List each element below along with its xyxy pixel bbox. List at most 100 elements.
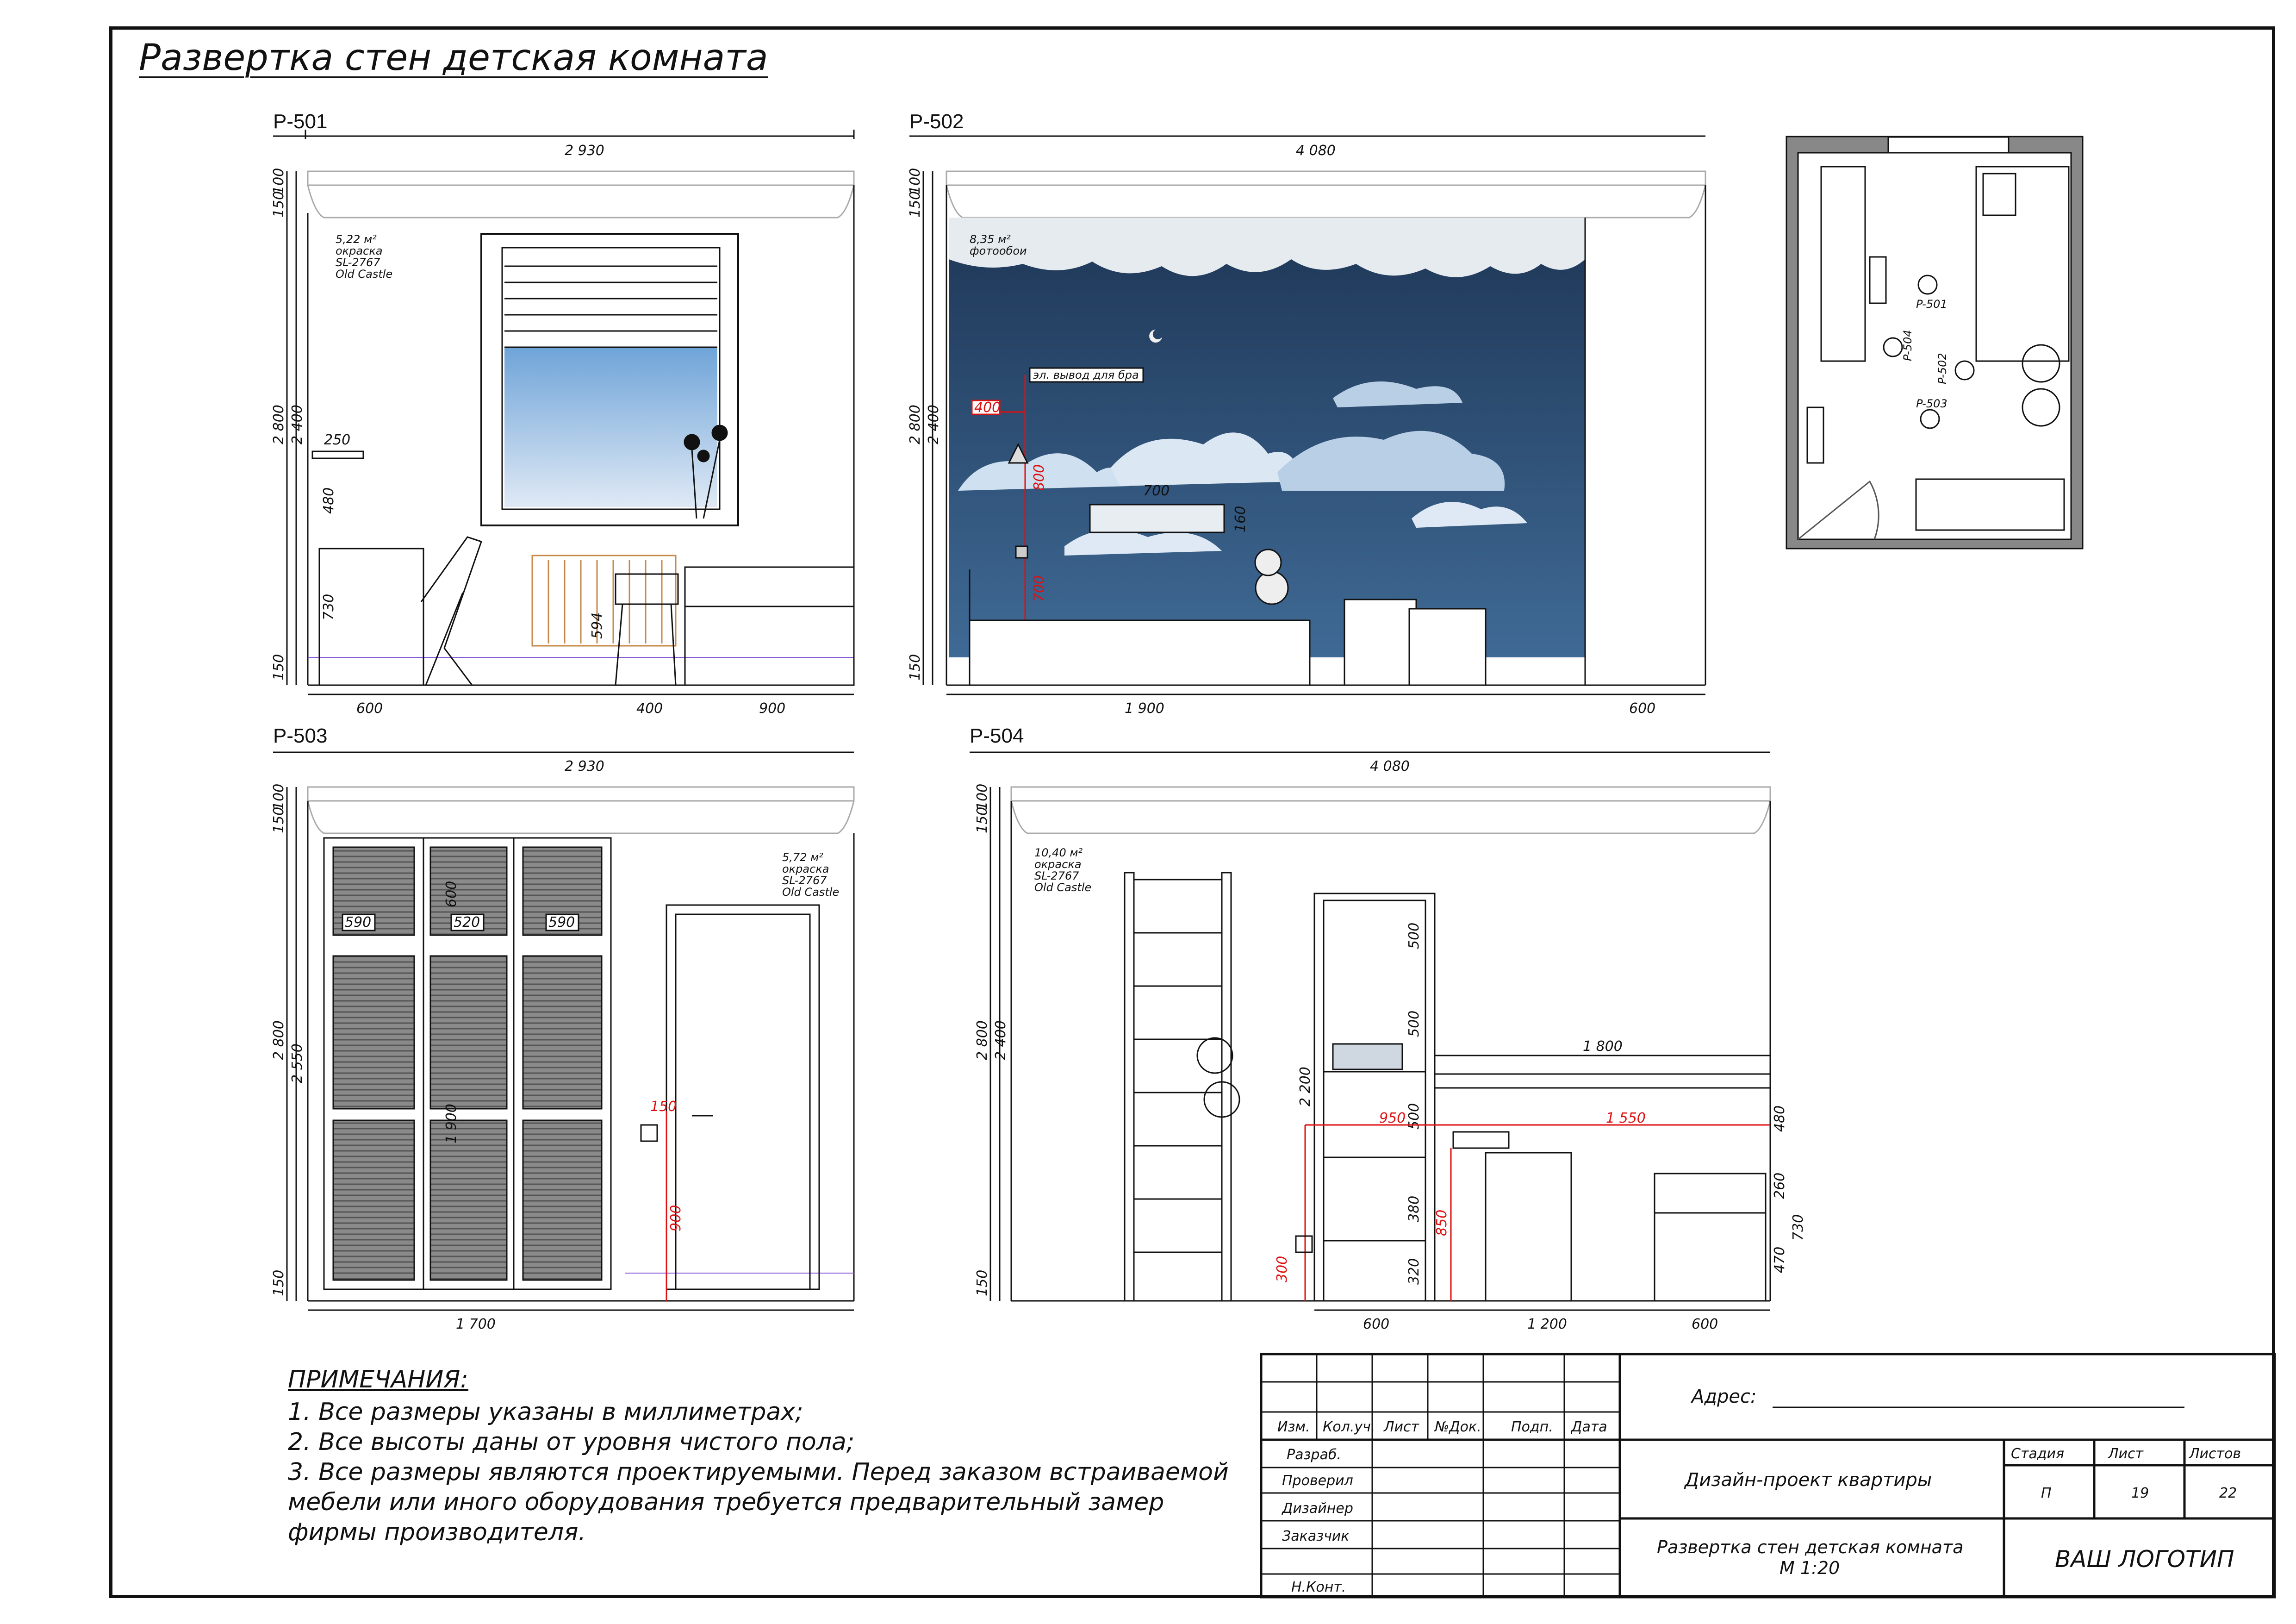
title-block-text: Изм. Кол.уч. Лист №Док. Подп. Дата Разра…	[1277, 1386, 2241, 1595]
svg-text:1 800: 1 800	[1583, 1038, 1623, 1055]
note-item-3-cont: мебели или иного оборудования требуется …	[288, 1488, 1164, 1516]
svg-text:2 930: 2 930	[565, 758, 604, 775]
note-item-3-end: фирмы производителя.	[288, 1518, 586, 1546]
svg-text:300: 300	[1274, 1256, 1290, 1282]
svg-text:2 400: 2 400	[926, 405, 942, 444]
svg-text:1 700: 1 700	[456, 1316, 496, 1332]
svg-text:4 080: 4 080	[1370, 758, 1410, 775]
svg-text:П: П	[2041, 1485, 2052, 1501]
view-label-p501: P-501	[273, 110, 328, 133]
svg-text:окраска: окраска	[1034, 858, 1082, 871]
svg-text:470: 470	[1772, 1247, 1788, 1273]
svg-text:22: 22	[2219, 1485, 2237, 1501]
svg-text:150: 150	[271, 1270, 287, 1296]
svg-text:1 550: 1 550	[1606, 1110, 1646, 1126]
note-item-2: 2. Все высоты даны от уровня чистого пол…	[288, 1428, 855, 1456]
svg-text:эл. вывод для бра: эл. вывод для бра	[1033, 369, 1139, 381]
svg-text:150: 150	[271, 654, 287, 681]
svg-text:Дизайн-проект квартиры: Дизайн-проект квартиры	[1684, 1469, 1932, 1491]
svg-text:SL-2767: SL-2767	[336, 256, 380, 269]
svg-text:Кол.уч.: Кол.уч.	[1323, 1419, 1375, 1435]
svg-text:500: 500	[1406, 1011, 1422, 1037]
svg-text:100: 100	[271, 168, 287, 194]
svg-text:2 800: 2 800	[974, 1020, 990, 1060]
svg-text:окраска: окраска	[782, 862, 829, 875]
svg-text:730: 730	[1790, 1214, 1806, 1241]
svg-text:Old Castle: Old Castle	[336, 268, 392, 281]
svg-text:150: 150	[271, 807, 287, 833]
svg-text:ВАШ ЛОГОТИП: ВАШ ЛОГОТИП	[2055, 1546, 2234, 1573]
svg-text:400: 400	[974, 400, 1001, 416]
note-item-1: 1. Все размеры указаны в миллиметрах;	[288, 1398, 803, 1426]
notes-heading: ПРИМЕЧАНИЯ:	[288, 1366, 468, 1393]
svg-text:700: 700	[1143, 483, 1170, 499]
svg-text:М 1:20: М 1:20	[1780, 1558, 1840, 1578]
svg-text:2 400: 2 400	[993, 1020, 1009, 1060]
note-item-3: 3. Все размеры являются проектируемыми. …	[288, 1458, 1229, 1486]
svg-text:100: 100	[974, 784, 990, 810]
svg-text:2 550: 2 550	[289, 1043, 305, 1083]
elevation-p503: 2 930 100 150 2 800 2 550 150 590 520 59…	[271, 751, 855, 1332]
svg-text:150: 150	[974, 1270, 990, 1296]
p501-width: 2 930	[565, 143, 604, 159]
svg-text:Заказчик: Заказчик	[1282, 1528, 1349, 1544]
svg-text:5,72 м²: 5,72 м²	[782, 851, 823, 864]
svg-text:SL-2767: SL-2767	[782, 874, 827, 887]
svg-text:150: 150	[271, 191, 287, 218]
svg-text:700: 700	[1031, 575, 1047, 602]
svg-text:2 800: 2 800	[271, 1020, 287, 1060]
svg-text:600: 600	[1629, 700, 1655, 717]
svg-text:Подп.: Подп.	[1511, 1419, 1553, 1435]
svg-text:Адрес:: Адрес:	[1690, 1386, 1757, 1407]
svg-text:Дата: Дата	[1570, 1419, 1607, 1435]
svg-text:600: 600	[443, 881, 460, 907]
svg-text:594: 594	[589, 612, 605, 639]
svg-text:590: 590	[548, 914, 575, 931]
svg-text:900: 900	[759, 700, 785, 717]
title-block	[1260, 1353, 2276, 1599]
svg-text:окраска: окраска	[336, 244, 383, 257]
svg-text:10,40 м²: 10,40 м²	[1034, 846, 1083, 859]
svg-text:380: 380	[1406, 1196, 1422, 1222]
svg-text:850: 850	[1434, 1210, 1450, 1236]
svg-text:Лист: Лист	[1383, 1419, 1420, 1435]
svg-text:Проверил: Проверил	[1282, 1473, 1353, 1489]
svg-text:1 200: 1 200	[1527, 1316, 1567, 1332]
svg-text:фотообои: фотообои	[970, 244, 1027, 257]
svg-text:19: 19	[2131, 1485, 2149, 1501]
svg-text:600: 600	[356, 700, 383, 717]
view-label-p504: P-504	[970, 725, 1024, 747]
svg-text:P-501: P-501	[1916, 298, 1948, 311]
svg-text:150: 150	[650, 1099, 677, 1115]
svg-text:SL-2767: SL-2767	[1034, 869, 1079, 882]
view-label-p503: P-503	[273, 725, 328, 747]
svg-text:2 800: 2 800	[271, 405, 287, 444]
svg-text:Н.Конт.: Н.Конт.	[1291, 1579, 1346, 1595]
floor-plan: P-501 P-504 P-502 P-503	[1786, 136, 2084, 550]
svg-text:160: 160	[1232, 506, 1249, 532]
svg-text:950: 950	[1379, 1110, 1406, 1126]
svg-text:150: 150	[907, 191, 923, 218]
svg-text:320: 320	[1406, 1258, 1422, 1285]
svg-text:2 800: 2 800	[907, 405, 923, 444]
svg-text:8,35 м²: 8,35 м²	[970, 233, 1011, 246]
svg-text:Разраб.: Разраб.	[1287, 1447, 1341, 1463]
svg-text:400: 400	[636, 700, 663, 717]
svg-text:520: 520	[454, 914, 480, 931]
svg-text:Дизайнер: Дизайнер	[1281, 1500, 1353, 1517]
view-label-p502: P-502	[909, 110, 964, 133]
svg-text:480: 480	[321, 487, 337, 514]
svg-text:№Док.: №Док.	[1434, 1419, 1481, 1435]
sheet-title: Развертка стен детская комната	[139, 37, 768, 79]
svg-text:600: 600	[1692, 1316, 1718, 1332]
elevation-p502: 4 080 100 150 2 800 2 400 150 8,35 м² фо…	[907, 135, 1706, 717]
svg-text:100: 100	[907, 168, 923, 194]
elevation-p504: 4 080 100 150 2 800 2 400 150 10,40 м² о…	[970, 751, 1806, 1332]
svg-text:Изм.: Изм.	[1277, 1419, 1310, 1435]
svg-text:Листов: Листов	[2189, 1446, 2241, 1462]
svg-text:260: 260	[1772, 1173, 1788, 1199]
sheet-frame	[109, 26, 2275, 1598]
svg-text:4 080: 4 080	[1296, 143, 1336, 159]
svg-text:P-502: P-502	[1936, 353, 1949, 384]
